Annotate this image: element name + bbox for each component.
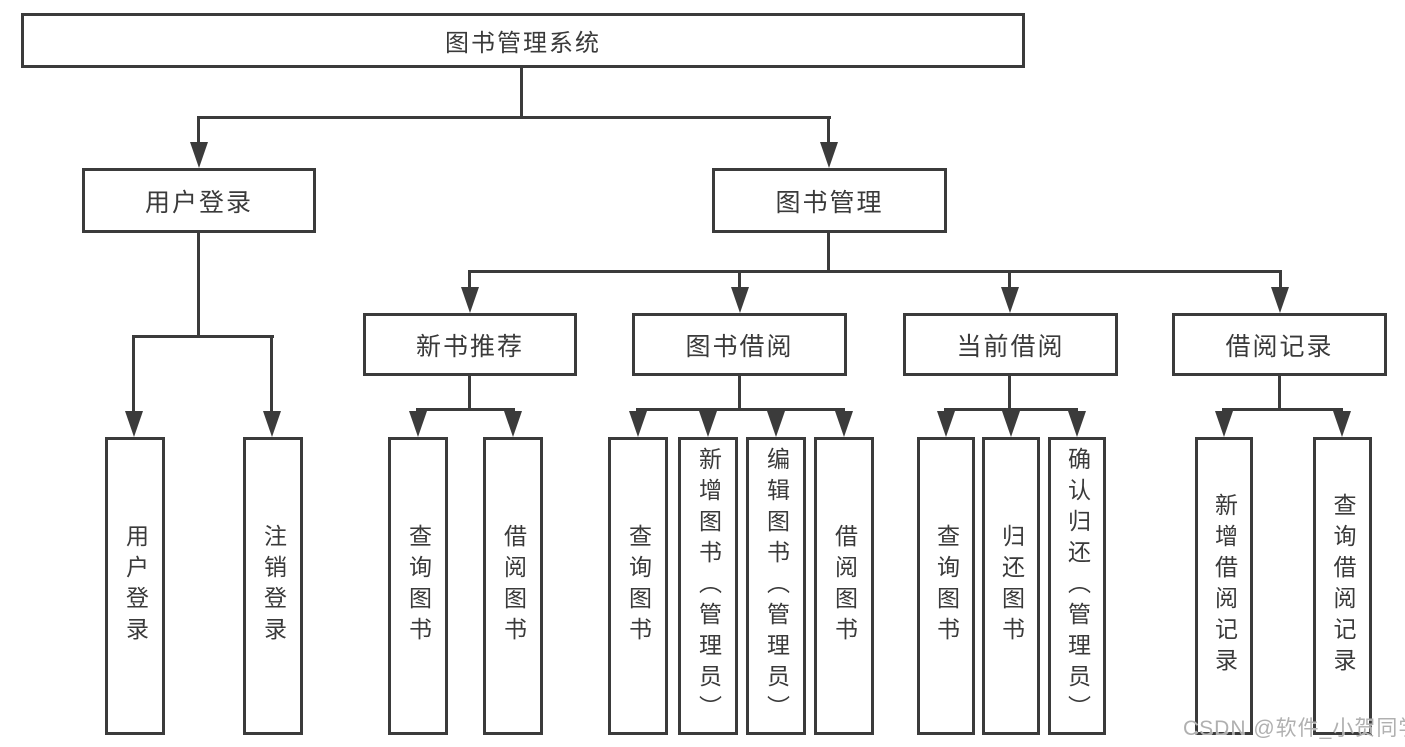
- node-current-borrow: 当前借阅: [903, 313, 1118, 376]
- connector-login-stem: [197, 233, 200, 338]
- leaf-add-borrow-record: 新增借阅记录: [1195, 437, 1253, 735]
- arrowhead-icon: [820, 142, 838, 168]
- node-book-borrow-label: 图书借阅: [685, 332, 794, 361]
- arrowhead-icon: [1002, 411, 1020, 437]
- arrowhead-icon: [409, 411, 427, 437]
- connector-stem: [468, 376, 471, 410]
- leaf-edit-books-admin: 编辑图书（管理员）: [746, 437, 806, 735]
- connector-drop-bookmgmt: [827, 116, 830, 144]
- arrowhead-icon: [1215, 411, 1233, 437]
- connector-drop-node: [1008, 270, 1011, 289]
- connector-drop-node: [1279, 270, 1282, 289]
- leaf-borrow-books: 借阅图书: [814, 437, 874, 735]
- connector-split: [416, 408, 515, 411]
- leaf-query-books-recommend: 查询图书: [388, 437, 448, 735]
- leaf-label: 借阅图书: [500, 524, 527, 648]
- connector-drop-leaf: [270, 335, 273, 413]
- leaf-confirm-return-admin: 确认归还（管理员）: [1048, 437, 1106, 735]
- connector-bookmgmt-split: [468, 270, 1282, 273]
- leaf-label: 新增图书（管理员）: [695, 446, 722, 726]
- arrowhead-icon: [629, 411, 647, 437]
- leaf-borrow-books-recommend: 借阅图书: [483, 437, 543, 735]
- node-book-management: 图书管理: [712, 168, 947, 233]
- leaf-label: 编辑图书（管理员）: [763, 446, 790, 726]
- leaf-label: 注销登录: [260, 524, 287, 648]
- connector-root-stem: [520, 68, 523, 119]
- leaf-label: 借阅图书: [831, 524, 858, 648]
- connector-drop-leaf: [132, 335, 135, 413]
- arrowhead-icon: [937, 411, 955, 437]
- node-user-login: 用户登录: [82, 168, 316, 233]
- leaf-label: 用户登录: [122, 524, 149, 648]
- node-user-login-label: 用户登录: [144, 188, 253, 217]
- node-root: 图书管理系统: [21, 13, 1025, 68]
- connector-split: [1222, 408, 1343, 411]
- node-book-borrow: 图书借阅: [632, 313, 847, 376]
- node-current-borrow-label: 当前借阅: [956, 332, 1065, 361]
- arrowhead-icon: [767, 411, 785, 437]
- arrowhead-icon: [125, 411, 143, 437]
- connector-login-split: [132, 335, 274, 338]
- arrowhead-icon: [263, 411, 281, 437]
- connector-drop-login: [197, 116, 200, 144]
- connector-split: [636, 408, 845, 411]
- leaf-user-login: 用户登录: [105, 437, 165, 735]
- connector-stem: [738, 376, 741, 410]
- leaf-logout: 注销登录: [243, 437, 303, 735]
- leaf-label: 查询借阅记录: [1330, 493, 1356, 679]
- arrowhead-icon: [1333, 411, 1351, 437]
- connector-stem: [1008, 376, 1011, 410]
- arrowhead-icon: [699, 411, 717, 437]
- connector-root-split: [197, 116, 831, 119]
- arrowhead-icon: [1271, 287, 1289, 313]
- leaf-label: 新增借阅记录: [1211, 493, 1238, 679]
- node-root-label: 图书管理系统: [445, 30, 601, 57]
- watermark: CSDN @软件_小贺同学: [1183, 717, 1405, 740]
- leaf-label: 归还图书: [998, 524, 1025, 648]
- connector-drop-node: [468, 270, 471, 289]
- arrowhead-icon: [1001, 287, 1019, 313]
- connector-split: [944, 408, 1078, 411]
- arrowhead-icon: [835, 411, 853, 437]
- leaf-add-books-admin: 新增图书（管理员）: [678, 437, 738, 735]
- connector-drop-node: [738, 270, 741, 289]
- leaf-label: 查询图书: [625, 524, 652, 648]
- arrowhead-icon: [461, 287, 479, 313]
- leaf-label: 查询图书: [933, 524, 960, 648]
- connector-bookmgmt-stem: [827, 233, 830, 273]
- connector-stem: [1278, 376, 1281, 410]
- node-new-book-recommend: 新书推荐: [363, 313, 577, 376]
- node-book-management-label: 图书管理: [775, 188, 884, 217]
- leaf-label: 确认归还（管理员）: [1064, 446, 1091, 726]
- node-borrow-records: 借阅记录: [1172, 313, 1387, 376]
- arrowhead-icon: [1068, 411, 1086, 437]
- leaf-query-borrow-record: 查询借阅记录: [1313, 437, 1372, 735]
- node-new-book-recommend-label: 新书推荐: [415, 332, 524, 361]
- leaf-label: 查询图书: [405, 524, 432, 648]
- leaf-query-books-current: 查询图书: [917, 437, 975, 735]
- arrowhead-icon: [190, 142, 208, 168]
- leaf-query-books-borrow: 查询图书: [608, 437, 668, 735]
- leaf-return-books: 归还图书: [982, 437, 1040, 735]
- arrowhead-icon: [731, 287, 749, 313]
- node-borrow-records-label: 借阅记录: [1225, 332, 1334, 361]
- arrowhead-icon: [504, 411, 522, 437]
